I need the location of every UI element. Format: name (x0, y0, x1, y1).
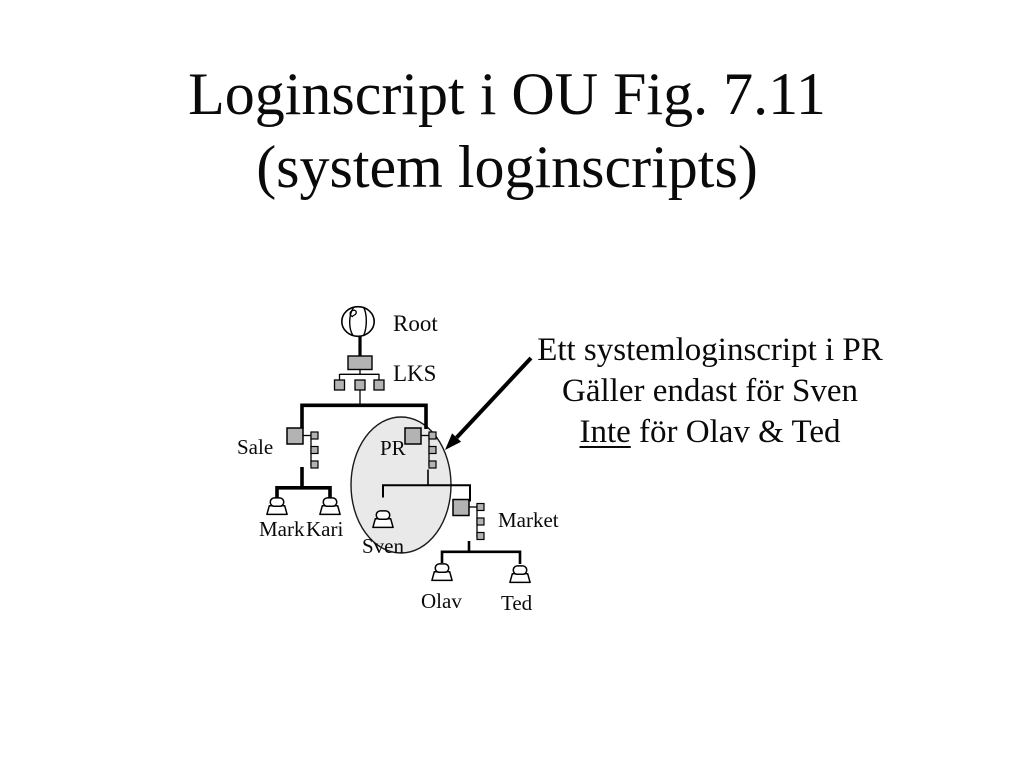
sven-label: Sven (362, 534, 405, 558)
annotation-line-2: Gäller endast för Sven (562, 373, 858, 409)
annotation: Ett systemloginscript i PR Gäller endast… (505, 330, 915, 453)
pr-label: PR (380, 436, 406, 460)
annotation-line-3-rest: för Olav & Ted (630, 414, 841, 450)
sale-label: Sale (237, 435, 273, 459)
tree-connectors (275, 336, 522, 564)
branch-sale-pr (300, 403, 428, 429)
annotation-line-3: Inte för Olav & Ted (505, 412, 915, 453)
user-node-olav-icon (431, 563, 453, 582)
olav-label: Olav (421, 589, 462, 613)
annotation-underlined-word: Inte (579, 414, 631, 450)
slide-title-line-1: Loginscript i OU Fig. 7.11 (188, 61, 826, 127)
root-globe-icon (340, 305, 375, 338)
org-node-lks-icon (333, 355, 385, 391)
ted-label: Ted (501, 591, 533, 615)
annotation-arrow-shaft (455, 356, 533, 439)
slide-title-line-2: (system loginscripts) (256, 134, 758, 200)
root-label: Root (393, 311, 438, 336)
lks-label: LKS (393, 361, 436, 386)
bracket-olav-ted (440, 550, 522, 564)
mark-label: Mark (259, 517, 305, 541)
ou-node-sale-icon (286, 427, 319, 469)
slide-title: Loginscript i OU Fig. 7.11 (system login… (0, 58, 1014, 204)
user-node-kari-icon (319, 497, 341, 516)
bracket-sven-market (382, 484, 471, 502)
annotation-arrow-head (445, 433, 462, 450)
user-node-ted-icon (509, 565, 531, 584)
ou-node-market-icon (452, 498, 485, 541)
annotation-arrow (445, 356, 533, 450)
annotation-line-1: Ett systemloginscript i PR (537, 332, 883, 368)
market-label: Market (498, 508, 559, 532)
user-node-mark-icon (266, 497, 288, 516)
kari-label: Kari (306, 517, 343, 541)
user-node-sven-icon (372, 510, 394, 529)
bracket-mark-kari (275, 486, 332, 498)
